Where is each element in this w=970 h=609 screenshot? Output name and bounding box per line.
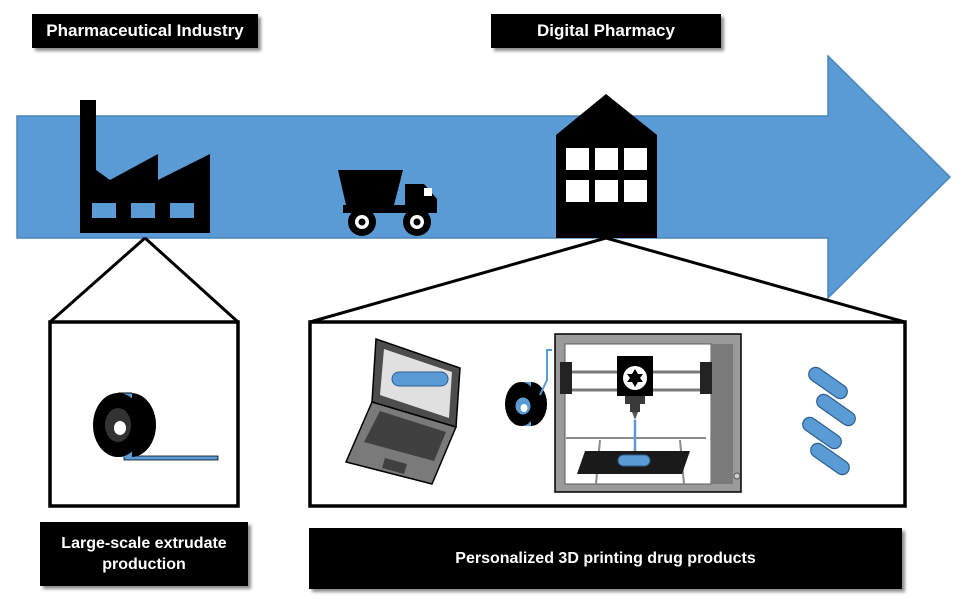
digital-pharmacy-label: Digital Pharmacy bbox=[491, 14, 721, 48]
truck-icon bbox=[338, 170, 437, 236]
laptop-icon bbox=[344, 337, 461, 485]
factory-icon bbox=[80, 100, 210, 233]
tablet-icon bbox=[802, 366, 856, 476]
pharmaceutical-industry-label: Pharmaceutical Industry bbox=[32, 14, 258, 48]
large-scale-extrudate-label: Large-scale extrudate production bbox=[40, 522, 248, 586]
factory-callout bbox=[49, 236, 240, 324]
3d-printer-icon bbox=[554, 333, 742, 493]
timeline-arrow bbox=[16, 54, 952, 300]
filament-spool-icon bbox=[93, 392, 219, 461]
printer-spool-icon bbox=[505, 349, 552, 426]
personalized-3d-printing-label: Personalized 3D printing drug products bbox=[309, 528, 902, 589]
pharmacy-building-icon bbox=[556, 94, 657, 238]
pharmacy-callout bbox=[309, 236, 906, 324]
